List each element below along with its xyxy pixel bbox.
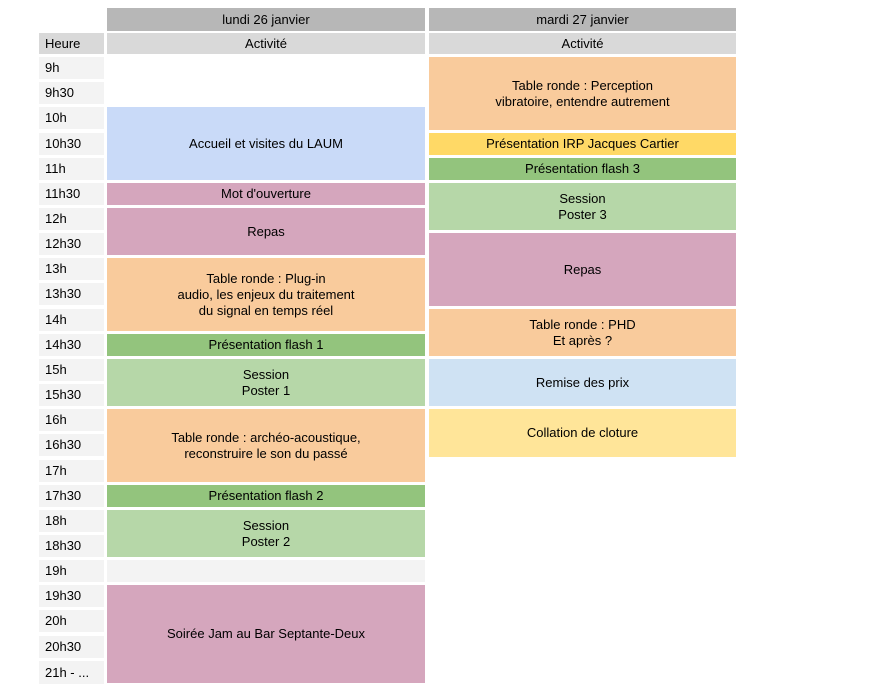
time-label-19h: 19h <box>39 560 104 582</box>
time-label-11h: 11h <box>39 158 104 180</box>
time-label-10h: 10h <box>39 107 104 129</box>
event-session-poster-2: Session Poster 2 <box>107 510 425 557</box>
event-table-ronde-phd: Table ronde : PHD Et après ? <box>429 309 736 356</box>
time-label-17h: 17h <box>39 460 104 482</box>
event-presentation-flash-1: Présentation flash 1 <box>107 334 425 356</box>
event-presentation-flash-2: Présentation flash 2 <box>107 485 425 507</box>
time-label-12h30: 12h30 <box>39 233 104 255</box>
time-label-21h: 21h - ... <box>39 661 104 684</box>
event-table-ronde-plugin: Table ronde : Plug-in audio, les enjeux … <box>107 258 425 331</box>
time-label-15h30: 15h30 <box>39 384 104 406</box>
time-label-12h: 12h <box>39 208 104 230</box>
time-label-20h30: 20h30 <box>39 636 104 658</box>
hour-column-header: Heure <box>39 33 104 54</box>
time-label-16h30: 16h30 <box>39 434 104 456</box>
event-soiree-jam: Soirée Jam au Bar Septante-Deux <box>107 585 425 683</box>
event-session-poster-3: Session Poster 3 <box>429 183 736 230</box>
event-repas-mardi: Repas <box>429 233 736 306</box>
time-label-15h: 15h <box>39 359 104 381</box>
monday-header: lundi 26 janvier <box>107 8 425 31</box>
tuesday-header: mardi 27 janvier <box>429 8 736 31</box>
time-label-9h30: 9h30 <box>39 82 104 104</box>
empty-slot-19h <box>107 560 425 582</box>
event-table-ronde-perception: Table ronde : Perception vibratoire, ent… <box>429 57 736 130</box>
time-label-9h: 9h <box>39 57 104 79</box>
event-remise-des-prix: Remise des prix <box>429 359 736 406</box>
event-session-poster-1: Session Poster 1 <box>107 359 425 406</box>
time-label-18h: 18h <box>39 510 104 532</box>
tuesday-activity-header: Activité <box>429 33 736 54</box>
time-label-20h: 20h <box>39 610 104 632</box>
time-label-11h30: 11h30 <box>39 183 104 205</box>
time-label-14h30: 14h30 <box>39 334 104 356</box>
time-label-13h30: 13h30 <box>39 283 104 305</box>
event-presentation-irp: Présentation IRP Jacques Cartier <box>429 133 736 155</box>
time-label-19h30: 19h30 <box>39 585 104 607</box>
event-accueil-laum: Accueil et visites du LAUM <box>107 107 425 180</box>
event-mot-douverture: Mot d'ouverture <box>107 183 425 205</box>
time-label-13h: 13h <box>39 258 104 280</box>
event-repas-lundi: Repas <box>107 208 425 255</box>
time-label-14h: 14h <box>39 309 104 331</box>
time-label-18h30: 18h30 <box>39 535 104 557</box>
event-presentation-flash-3: Présentation flash 3 <box>429 158 736 180</box>
monday-activity-header: Activité <box>107 33 425 54</box>
time-label-10h30: 10h30 <box>39 133 104 155</box>
event-collation-cloture: Collation de cloture <box>429 409 736 457</box>
time-label-17h30: 17h30 <box>39 485 104 507</box>
time-label-16h: 16h <box>39 409 104 431</box>
event-table-ronde-archeo: Table ronde : archéo-acoustique, reconst… <box>107 409 425 482</box>
